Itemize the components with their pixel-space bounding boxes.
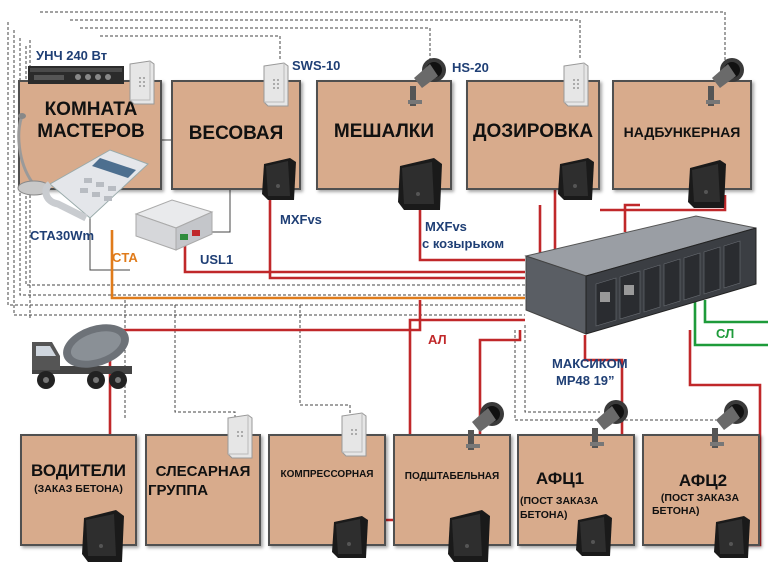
desk-phone-icon [42, 149, 149, 222]
box-speaker-icon [398, 158, 442, 210]
box-speaker-icon [688, 160, 726, 208]
room-slesarnaya-title-2: ГРУППА [148, 482, 209, 499]
label-cta30: CTA30Wm [30, 228, 95, 243]
box-speaker-icon [558, 158, 594, 200]
room-vesovaya-title: ВЕСОВАЯ [188, 123, 284, 144]
label-sws: SWS-10 [292, 58, 341, 73]
usl1-box-icon [134, 199, 214, 251]
label-maxicom-2: МР48 19” [556, 373, 615, 388]
room-afc1-sub-1: (ПОСТ ЗАКАЗА [520, 495, 599, 507]
label-usl1: USL1 [200, 252, 234, 267]
horn-speaker-icon [408, 58, 446, 106]
horn-speaker-icon [710, 400, 748, 448]
room-kompressor-title: КОМПРЕССОРНАЯ [280, 469, 374, 480]
horn-speaker-icon [466, 402, 504, 450]
wall-speaker-icon [129, 60, 155, 105]
room-nadbunker [612, 80, 752, 190]
label-al: АЛ [428, 332, 447, 347]
room-voditeli-sub: (ЗАКАЗ БЕТОНА) [34, 483, 123, 495]
room-afc1 [517, 434, 635, 546]
room-afc1-title: АФЦ1 [535, 469, 585, 488]
wall-speaker-icon [227, 414, 253, 459]
box-speaker-icon [332, 516, 368, 558]
box-speaker-icon [576, 514, 612, 556]
horn-speaker-icon [590, 400, 628, 448]
label-maxicom-1: МАКСИКОМ [552, 356, 628, 371]
label-cta: CTA [112, 250, 138, 265]
maxicom-rack-icon [524, 215, 757, 335]
label-unch: УНЧ 240 Вт [36, 48, 108, 63]
concrete-mixer-truck-icon [32, 324, 132, 389]
label-mxfvs-visor-1: MXFvs [425, 219, 467, 234]
room-voditeli-title: ВОДИТЕЛИ [30, 461, 127, 480]
room-dozirovka-title: ДОЗИРОВКА [472, 121, 594, 142]
label-sl: СЛ [716, 326, 735, 341]
room-slesarnaya-title-1: СЛЕСАРНАЯ [155, 463, 251, 480]
label-hs: HS-20 [452, 60, 489, 75]
label-mxfvs: MXFvs [280, 212, 322, 227]
room-nadbunker-title: НАДБУНКЕРНАЯ [623, 124, 741, 140]
room-afc2-sub-2: БЕТОНА) [652, 505, 700, 517]
amplifier-icon [28, 66, 124, 84]
room-masters-title-2: МАСТЕРОВ [37, 121, 145, 142]
box-speaker-icon [262, 158, 296, 200]
wall-speaker-icon [263, 62, 289, 107]
horn-speaker-icon [706, 58, 744, 106]
room-masters-title-1: КОМНАТА [44, 99, 138, 120]
room-afc2-title: АФЦ2 [678, 471, 728, 490]
room-afc1-sub-2: БЕТОНА) [520, 509, 568, 521]
box-speaker-icon [448, 510, 490, 562]
room-afc2-sub-1: (ПОСТ ЗАКАЗА [660, 492, 740, 504]
gooseneck-mic-icon [17, 113, 51, 196]
box-speaker-icon [714, 516, 750, 558]
room-podshtab-title: ПОДШТАБЕЛЬНАЯ [404, 471, 500, 482]
label-mxfvs-visor-2: с козырьком [422, 236, 505, 251]
room-meshalki-title: МЕШАЛКИ [333, 121, 435, 142]
wall-speaker-icon [563, 62, 589, 107]
box-speaker-icon [82, 510, 124, 562]
wall-speaker-icon [341, 412, 367, 457]
